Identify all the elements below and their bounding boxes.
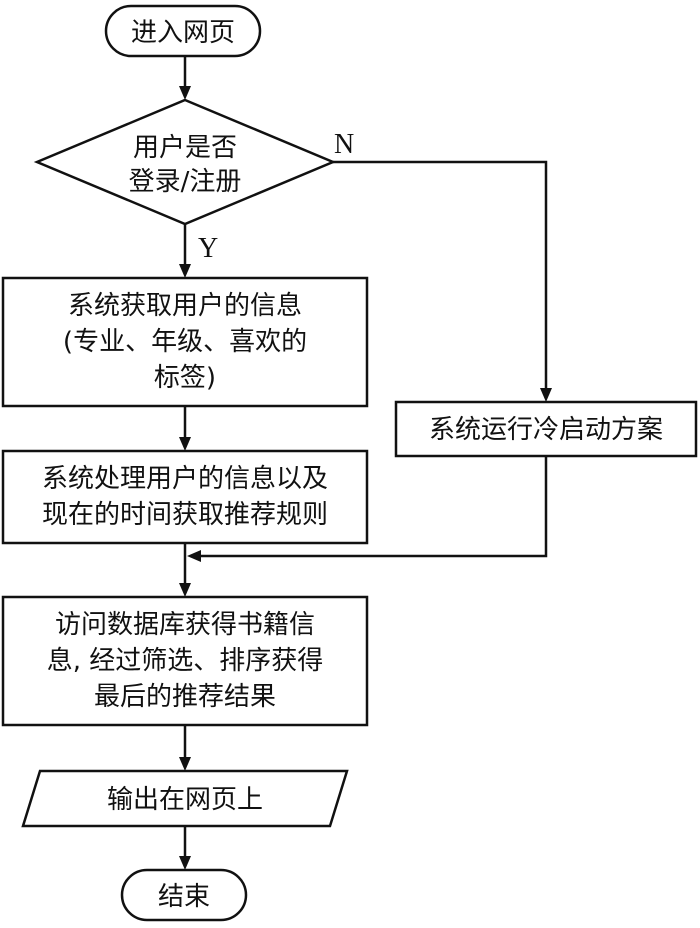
output-label: 输出在网页上 (107, 785, 263, 815)
end-label: 结束 (158, 882, 210, 912)
edge-output-to-end (179, 826, 191, 870)
node-start: 进入网页 (104, 4, 262, 58)
edge-line (199, 456, 548, 558)
get-user-info-line-1: 系统获取用户的信息 (68, 291, 302, 321)
arrowhead (540, 388, 552, 402)
start-terminal-shape (104, 4, 262, 58)
login-check-line-2: 登录/注册 (129, 167, 242, 197)
arrowhead (179, 583, 191, 597)
login-check-line-1: 用户是否 (133, 133, 237, 163)
get-user-info-line-3: 标签) (154, 363, 216, 393)
edge-cold-start-merge (187, 456, 548, 562)
cold-start-label: 系统运行冷启动方案 (429, 415, 663, 445)
edge-query-to-output (179, 725, 191, 771)
arrowhead (179, 86, 191, 100)
output-parallelogram-shape (21, 769, 349, 828)
arrowhead (179, 264, 191, 278)
query-db-line-2: 息, 经过筛选、排序获得 (47, 646, 324, 676)
arrowhead (179, 757, 191, 771)
arrowhead (187, 550, 201, 562)
node-query-db: 访问数据库获得书籍信 息, 经过筛选、排序获得 最后的推荐结果 (1, 595, 369, 727)
arrowhead (179, 856, 191, 870)
process-info-line-2: 现在的时间获取推荐规则 (42, 500, 328, 530)
node-login-check: 用户是否 登录/注册 (33, 98, 337, 226)
edge-info-to-process (179, 406, 191, 451)
start-label: 进入网页 (131, 18, 235, 48)
process-info-line-1: 系统处理用户的信息以及 (42, 464, 328, 494)
get-user-info-box (1, 276, 369, 408)
node-cold-start: 系统运行冷启动方案 (394, 400, 698, 458)
end-terminal-shape (120, 868, 248, 922)
no-label: N (334, 129, 354, 160)
edge-start-to-login (179, 56, 191, 100)
node-output: 输出在网页上 (21, 769, 349, 828)
node-process-info: 系统处理用户的信息以及 现在的时间获取推荐规则 (1, 449, 369, 545)
edge-line (333, 160, 548, 390)
edge-login-no: N (333, 129, 552, 402)
edge-login-yes: Y (179, 224, 218, 278)
query-db-line-1: 访问数据库获得书籍信 (55, 610, 315, 640)
get-user-info-line-2: (专业、年级、喜欢的 (63, 327, 307, 357)
node-end: 结束 (120, 868, 248, 922)
node-get-user-info: 系统获取用户的信息 (专业、年级、喜欢的 标签) (1, 276, 369, 408)
arrowhead (179, 437, 191, 451)
yes-label: Y (198, 233, 218, 264)
edge-process-to-query (179, 543, 191, 597)
query-db-line-3: 最后的推荐结果 (94, 682, 276, 712)
